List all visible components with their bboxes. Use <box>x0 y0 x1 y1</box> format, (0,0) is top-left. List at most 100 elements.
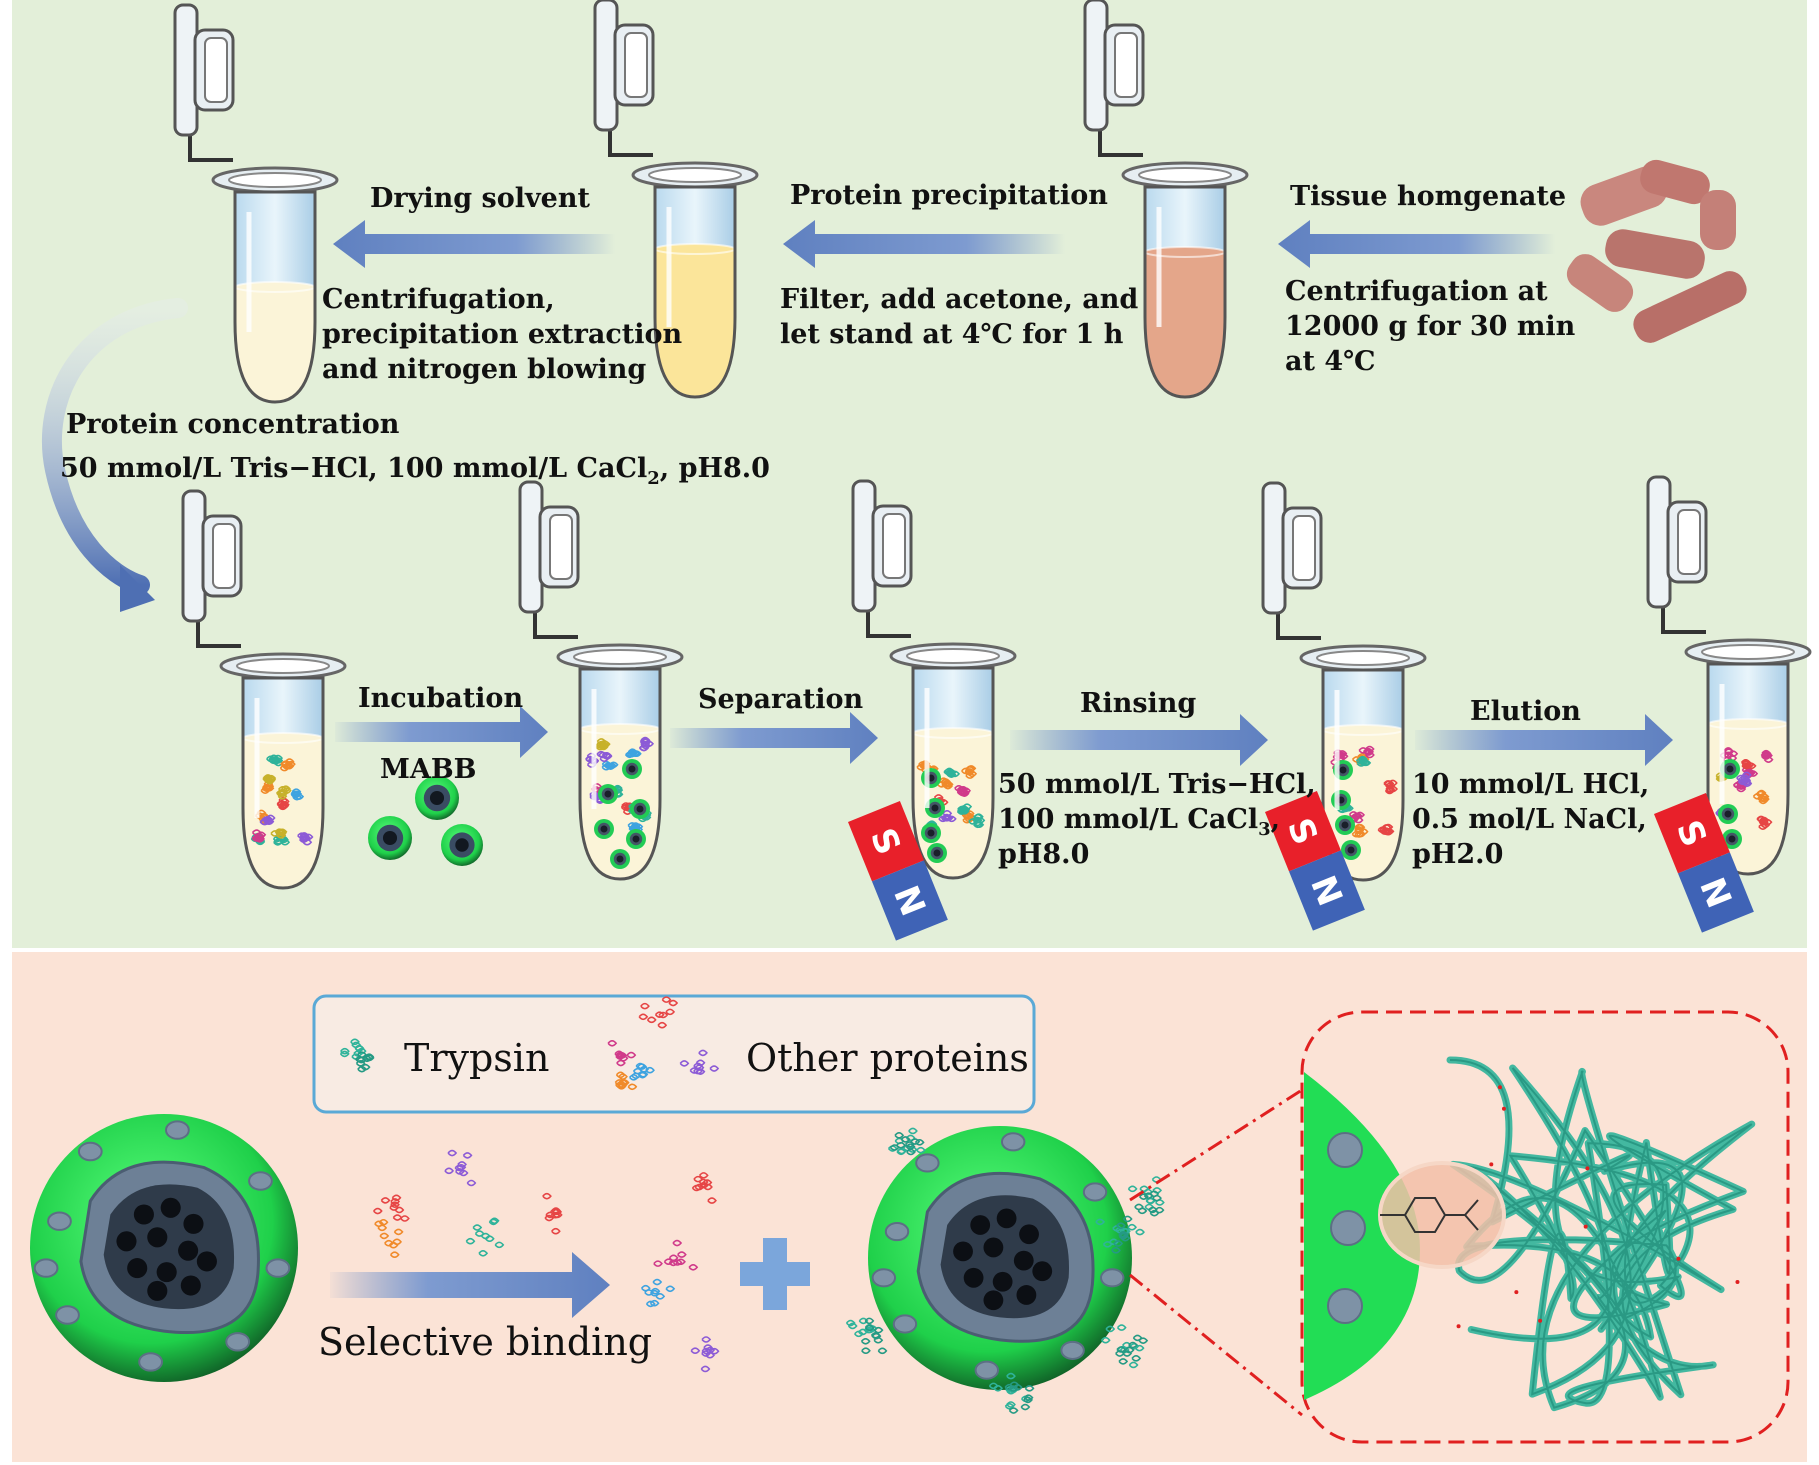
magnetic-bead-icon <box>1331 790 1351 810</box>
protein-icon <box>679 1049 720 1075</box>
label-centrifugation-3: at 4℃ <box>1285 346 1376 377</box>
arrow-selective-binding <box>330 1252 610 1318</box>
label-concentration-buffer: 50 mmol/L Tris−HCl, 100 mmol/L CaCl2, pH… <box>60 453 770 489</box>
protein-icon <box>262 774 277 785</box>
magnetic-bead-icon <box>441 824 483 866</box>
label-extract-1: Centrifugation, <box>322 284 555 315</box>
label-elute-2: 0.5 mol/L NaCl, <box>1412 804 1647 835</box>
plus-icon <box>740 1238 810 1310</box>
trypsin-icon <box>1115 1334 1149 1365</box>
zoom-inset-trypsin-binding <box>1300 1010 1790 1444</box>
label-mabb: MABB <box>380 754 476 785</box>
protein-icon <box>297 832 314 846</box>
magnetic-bead-icon <box>594 819 614 839</box>
legend-label-other-proteins: Other proteins <box>746 1036 1029 1080</box>
tube-homogenate <box>1083 0 1249 399</box>
trypsin-icon <box>1111 1215 1133 1254</box>
protein-icon <box>596 750 613 763</box>
magnetic-bead-icon <box>626 829 646 849</box>
bead-unbound <box>30 1114 298 1382</box>
protein-icon <box>259 814 276 826</box>
protein-icon <box>1752 789 1770 805</box>
arrow-tissue-to-tube <box>1278 220 1555 268</box>
label-protein-precipitation: Protein precipitation <box>790 180 1108 211</box>
label-elute-3: pH2.0 <box>1412 839 1503 870</box>
magnetic-bead-icon <box>622 759 642 779</box>
label-rinse-3: pH8.0 <box>998 839 1089 870</box>
label-rinse-2: 100 mmol/L CaCl3, <box>998 804 1280 840</box>
protein-icon <box>276 796 290 811</box>
protein-icon <box>465 1217 505 1257</box>
magnetic-bead-icon <box>1335 815 1355 835</box>
magnetic-bead-icon <box>1722 829 1742 849</box>
trypsin-icon <box>1004 1381 1035 1414</box>
protein-icon <box>638 736 655 752</box>
protein-icon <box>542 1192 563 1235</box>
label-rinsing: Rinsing <box>1080 688 1196 719</box>
label-elute-1: 10 mmol/L HCl, <box>1412 769 1649 800</box>
magnetic-bead-icon <box>415 776 459 820</box>
trypsin-icon <box>1134 1190 1165 1217</box>
arrow-drying <box>333 220 615 268</box>
tube-protein-solution <box>181 489 347 890</box>
label-protein-concentration: Protein concentration <box>66 409 400 440</box>
protein-icon <box>1756 815 1773 830</box>
magnetic-bead-icon <box>921 768 941 788</box>
label-extract-2: precipitation extraction <box>322 319 682 350</box>
protein-icon <box>1740 759 1757 770</box>
protein-icon <box>595 738 611 751</box>
protein-icon <box>961 765 978 779</box>
zoom-lines <box>1129 1088 1303 1417</box>
magnetic-bead-icon <box>598 784 618 804</box>
label-incubation: Incubation <box>358 683 523 714</box>
protein-icon <box>938 810 957 823</box>
protein-icon <box>279 758 296 772</box>
label-selective-binding: Selective binding <box>318 1320 652 1364</box>
magnet-rinsing: SN <box>1265 791 1365 931</box>
trypsin-icon <box>1095 1218 1145 1248</box>
magnetic-bead-icon <box>1718 804 1738 824</box>
label-separation: Separation <box>698 684 864 715</box>
tube-dried-protein <box>173 3 339 404</box>
magnetic-bead-icon <box>925 798 945 818</box>
arrow-precipitation <box>783 220 1065 268</box>
protein-icon <box>1355 755 1372 767</box>
protein-icon <box>943 767 961 778</box>
protein-icon <box>1383 779 1398 795</box>
protein-icon <box>954 785 971 797</box>
protein-icon <box>251 829 267 843</box>
magnet-elution: SN <box>1654 793 1754 933</box>
protein-icon <box>1351 823 1369 838</box>
protein-icon <box>290 788 305 801</box>
magnetic-bead-icon <box>610 849 630 869</box>
protein-icon <box>601 760 619 771</box>
protein-icon <box>638 996 679 1029</box>
trypsin-ribbon-structure <box>1446 1056 1756 1412</box>
protein-icon <box>1377 823 1395 836</box>
label-centrifugation-1: Centrifugation at <box>1285 276 1548 307</box>
magnetic-bead-icon <box>630 799 650 819</box>
mabb-beads-icon <box>368 776 483 866</box>
tube-rinsed <box>1261 481 1427 882</box>
curved-arrow-concentration <box>41 298 188 612</box>
arrow-separation <box>670 712 878 764</box>
tube-incubated <box>518 480 684 881</box>
protein-icon <box>614 1071 638 1091</box>
label-rinse-1: 50 mmol/L Tris−HCl, <box>998 769 1316 800</box>
protein-icon <box>276 785 292 800</box>
magnetic-bead-icon <box>927 843 947 863</box>
legend-box: Trypsin Other proteins <box>312 994 1036 1114</box>
trypsin-icon <box>860 1317 888 1355</box>
label-centrifugation-2: 12000 g for 30 min <box>1285 311 1576 342</box>
benzamidine-ligand-icon <box>1380 1197 1479 1233</box>
label-filter-1: Filter, add acetone, and <box>780 284 1138 315</box>
protein-icon <box>1760 749 1774 763</box>
protein-icon <box>968 813 986 829</box>
trypsin-icon <box>889 1132 925 1156</box>
protein-icon <box>260 780 275 794</box>
protein-icon <box>373 1194 410 1222</box>
legend-trypsin-icon <box>339 1038 375 1073</box>
protein-icon <box>1348 811 1365 824</box>
protein-icon <box>956 803 973 815</box>
